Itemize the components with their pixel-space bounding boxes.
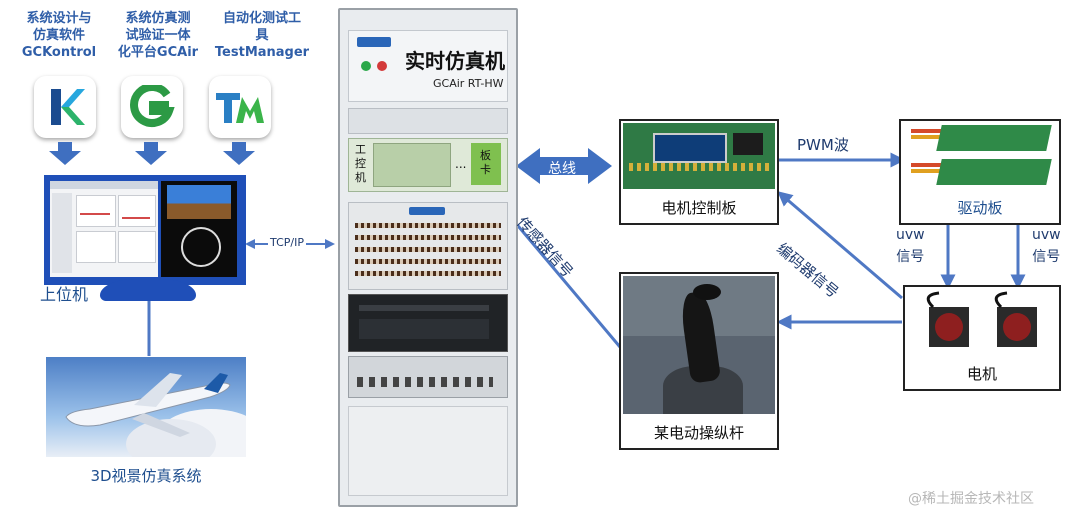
host-screen-pfd bbox=[161, 181, 237, 277]
stick-label: 某电动操纵杆 bbox=[653, 424, 744, 442]
host-screen-software bbox=[50, 181, 158, 277]
motor-label: 电机 bbox=[966, 365, 997, 383]
visual-image bbox=[46, 357, 246, 457]
gcair-logo-icon bbox=[121, 76, 183, 138]
stick-image bbox=[623, 276, 775, 414]
motor-box: 电机 bbox=[903, 285, 1061, 391]
tool-title-gckontrol: 系统设计与 仿真软件 GCKontrol bbox=[21, 11, 97, 60]
uvw-left-label: uvw 信号 bbox=[896, 227, 925, 265]
ipc-label: 工 控 机 bbox=[355, 143, 366, 184]
rack-model: GCAir RT-HW bbox=[433, 77, 504, 90]
rack-logo-icon bbox=[357, 37, 391, 47]
terminal-logo-icon bbox=[409, 207, 445, 215]
host-label: 上位机 bbox=[40, 285, 89, 304]
signal-io-panel bbox=[348, 356, 508, 398]
motor-icon bbox=[926, 291, 1037, 347]
motor-controller-box: 电机控制板 bbox=[619, 119, 779, 225]
rack-1u-panel bbox=[348, 108, 508, 134]
ipc-ellipsis: ... bbox=[455, 157, 467, 171]
power-unit bbox=[348, 294, 508, 352]
rack-blank-panel bbox=[348, 406, 508, 496]
airplane-icon bbox=[65, 373, 231, 437]
rack-title: 实时仿真机 bbox=[405, 49, 505, 73]
controller-board-image bbox=[623, 123, 775, 189]
watermark: @稀土掘金技术社区 bbox=[908, 491, 1034, 507]
host-monitor-stand bbox=[100, 279, 196, 301]
tool-title-testmanager: 自动化测试工 具 TestManager bbox=[214, 11, 310, 60]
realtime-simulator-rack: 实时仿真机 GCAir RT-HW 工 控 机 ... 板 卡 bbox=[338, 8, 518, 507]
driver-box: 驱动板 bbox=[899, 119, 1061, 225]
stick-box: 某电动操纵杆 bbox=[619, 272, 779, 450]
io-card: 板 卡 bbox=[471, 143, 501, 185]
terminal-block-panel bbox=[348, 202, 508, 290]
card-label: 板 卡 bbox=[480, 149, 491, 176]
visual-label: 3D视景仿真系统 bbox=[90, 467, 202, 485]
logo-down-arrows bbox=[49, 142, 255, 165]
tool-title-gcair: 系统仿真测 试验证一体 化平台GCAir bbox=[117, 11, 199, 60]
testmanager-logo-icon bbox=[209, 76, 271, 138]
host-monitor bbox=[44, 175, 246, 285]
bus-label: 总线 bbox=[548, 161, 576, 177]
rack-title-panel: 实时仿真机 GCAir RT-HW bbox=[348, 30, 508, 102]
driver-label: 驱动板 bbox=[957, 199, 1003, 217]
red-indicator-icon bbox=[377, 61, 387, 71]
motor-controller-label: 电机控制板 bbox=[661, 199, 737, 217]
gckontrol-logo-icon bbox=[34, 76, 96, 138]
green-indicator-icon bbox=[361, 61, 371, 71]
uvw-right-label: uvw 信号 bbox=[1032, 227, 1061, 265]
ipc-chassis: 工 控 机 ... 板 卡 bbox=[348, 138, 508, 192]
tcp-ip-label: TCP/IP bbox=[268, 236, 306, 249]
driver-board-image bbox=[905, 123, 1055, 193]
pwm-label: PWM波 bbox=[797, 136, 849, 154]
